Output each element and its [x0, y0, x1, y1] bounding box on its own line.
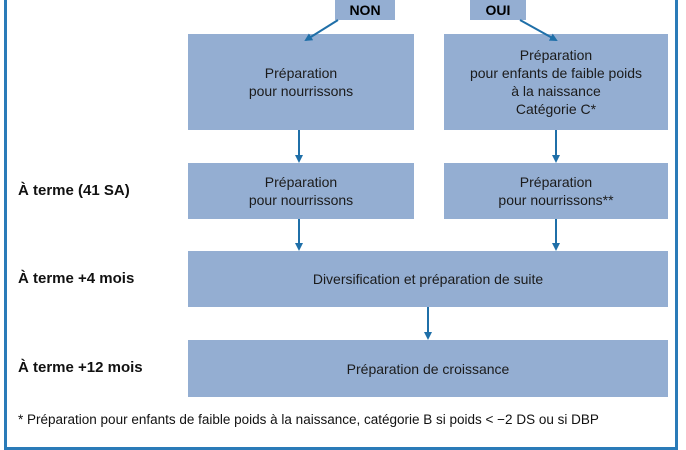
label-a-terme-4-mois: À terme +4 mois [18, 270, 135, 287]
box-preparation-nourrissons-terme-right: Préparation pour nourrissons** [444, 163, 668, 219]
box-diversification: Diversification et préparation de suite [188, 251, 668, 307]
tag-oui: OUI [470, 0, 526, 20]
arrows [295, 19, 560, 340]
box-faible-poids-categorie-c: Préparation pour enfants de faible poids… [444, 34, 668, 130]
arrow-oui [519, 19, 558, 41]
label-a-terme-12-mois: À terme +12 mois [18, 359, 143, 376]
label-a-terme: À terme (41 SA) [18, 182, 130, 199]
box-preparation-nourrissons-terme-left: Préparation pour nourrissons [188, 163, 414, 219]
arrow-non [304, 19, 339, 42]
box-croissance: Préparation de croissance [188, 340, 668, 397]
tag-non: NON [335, 0, 395, 20]
box-preparation-nourrissons-non: Préparation pour nourrissons [188, 34, 414, 130]
footnote: * Préparation pour enfants de faible poi… [18, 412, 599, 427]
